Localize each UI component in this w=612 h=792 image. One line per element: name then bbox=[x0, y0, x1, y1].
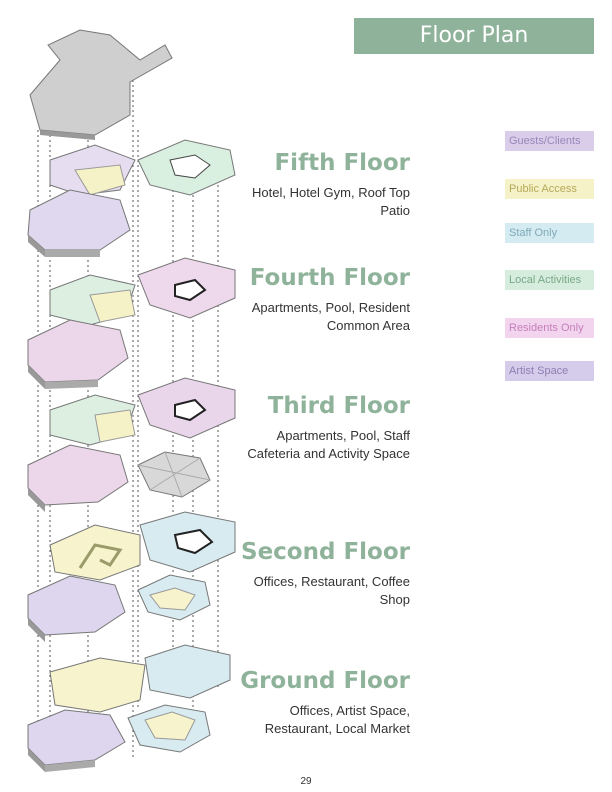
floor-description-third: Apartments, Pool, Staff Cafeteria and Ac… bbox=[247, 428, 410, 461]
floor-heading-ground: Ground Floor bbox=[240, 668, 410, 694]
legend-public-access: Public Access bbox=[505, 179, 594, 199]
legend-local-activities: Local Activities bbox=[505, 270, 594, 290]
page-title: Floor Plan Development bbox=[354, 18, 594, 84]
fifth-floor-plan bbox=[27, 139, 236, 257]
floor-heading-second: Second Floor bbox=[241, 539, 410, 565]
page-number: 29 bbox=[300, 776, 312, 787]
floor-description-fifth: Hotel, Hotel Gym, Roof Top Patio bbox=[252, 185, 410, 218]
fourth-floor-plan bbox=[27, 257, 236, 389]
ground-floor-plan bbox=[27, 644, 231, 772]
second-floor-plan bbox=[27, 511, 236, 642]
legend-staff-only: Staff Only bbox=[505, 223, 594, 243]
roof-plate bbox=[29, 29, 173, 140]
floor-description-fourth: Apartments, Pool, Resident Common Area bbox=[251, 300, 410, 333]
floor-heading-fifth: Fifth Floor bbox=[274, 150, 410, 176]
third-floor-plan bbox=[27, 377, 236, 512]
legend-guests-clients: Guests/Clients bbox=[505, 131, 594, 151]
floor-description-ground: Offices, Artist Space, Restaurant, Local… bbox=[264, 703, 410, 736]
floor-heading-third: Third Floor bbox=[267, 393, 410, 419]
legend-residents-only: Residents Only bbox=[505, 318, 594, 338]
legend-artist-space: Artist Space bbox=[505, 361, 594, 381]
floor-heading-fourth: Fourth Floor bbox=[249, 265, 410, 291]
floor-description-second: Offices, Restaurant, Coffee Shop bbox=[253, 574, 410, 607]
